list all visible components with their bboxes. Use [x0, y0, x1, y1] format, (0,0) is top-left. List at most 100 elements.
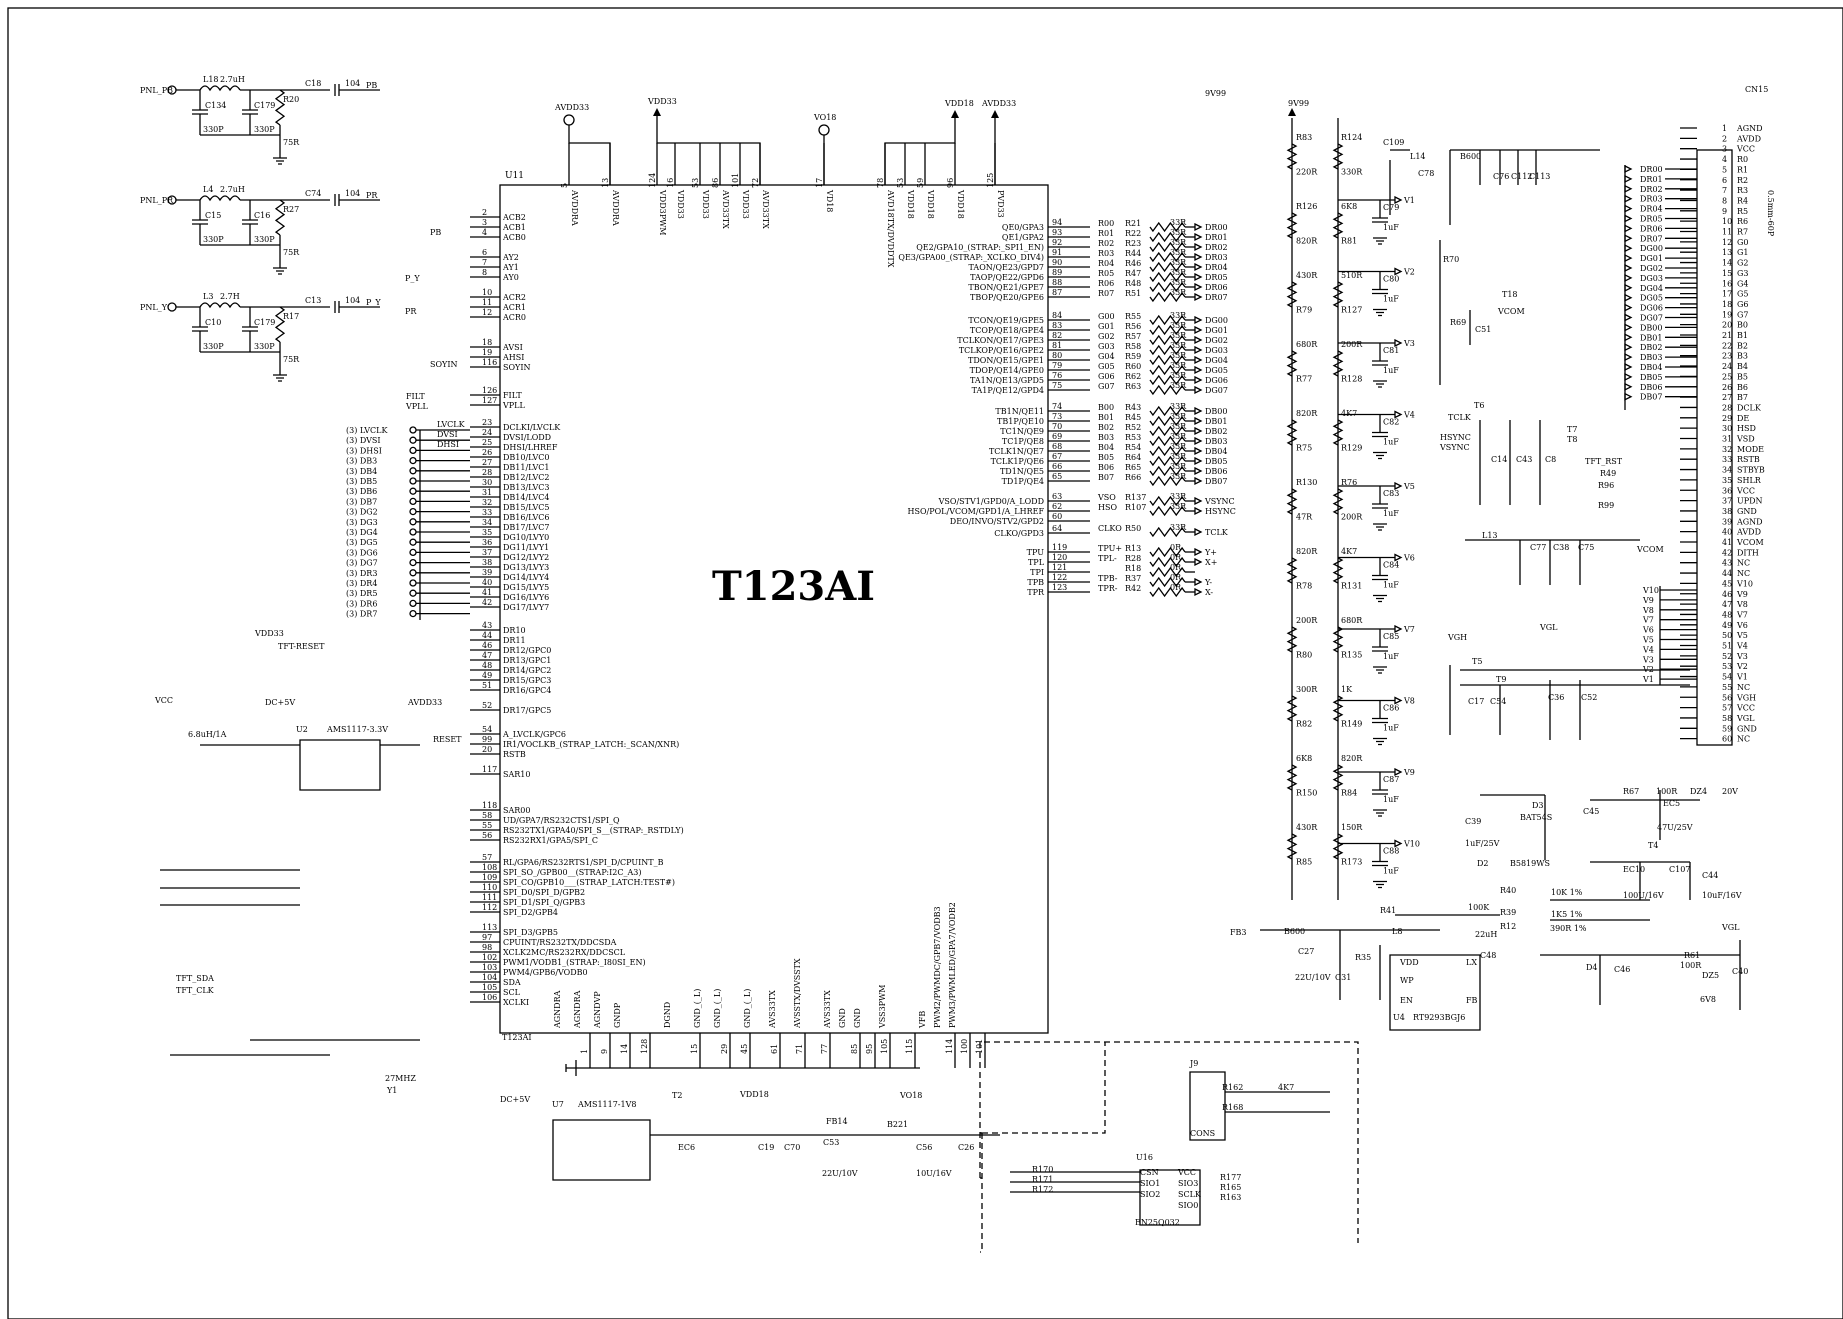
component-label: EN [1400, 996, 1413, 1005]
series-resistor [1149, 271, 1186, 283]
component-label: 9V99 [1205, 89, 1226, 98]
tap-port [1394, 338, 1403, 348]
pin-name: AVD18TX/DVDDTX [886, 189, 895, 268]
lcd-net-label: DB01 [1640, 333, 1662, 342]
series-resistor [1149, 505, 1186, 517]
pin-name: TBOP/QE20/GPE6 [970, 293, 1044, 302]
component-label: J9 [1189, 1059, 1198, 1068]
resistor-ref: R21 [1125, 219, 1141, 228]
lcd-connector-cn15: CN15 0.5mm-60P AGND1AVDD2VCC3R04R15R26R3… [1624, 85, 1775, 746]
tap-label: V3 [1403, 339, 1415, 348]
wire [552, 1119, 1000, 1181]
ladder-right-label: R84 [1341, 789, 1357, 798]
pin-name: DB17/LVC7 [503, 523, 550, 532]
resistor-value: 33R [1170, 442, 1187, 451]
component-label: 100R [1656, 787, 1678, 796]
pin-number: 124 [648, 173, 657, 188]
capacitor [192, 109, 208, 115]
lcd-pin-number: 42 [1722, 548, 1732, 557]
pin-number: 114 [945, 1039, 954, 1054]
pin-name: AVD33TX [761, 189, 770, 229]
net-port [1624, 333, 1633, 342]
pin-name: ACR2 [502, 293, 526, 302]
bus-connector [409, 569, 417, 577]
bus-signal-name: DHSI [437, 440, 459, 449]
ladder-resistor [1286, 419, 1298, 446]
component-label: C75 [1578, 543, 1594, 552]
resistor-ref: R23 [1125, 239, 1141, 248]
pin-number: 51 [482, 681, 492, 690]
ladder-left-label: 820R [1296, 547, 1318, 556]
wire [1389, 954, 1481, 1031]
component-label: C109 [1383, 138, 1404, 147]
pin-name: GND [853, 1008, 862, 1028]
pin-name: SDA [503, 978, 521, 987]
bus-connector [409, 609, 417, 618]
component-label: DZ4 [1690, 787, 1707, 796]
component-label: R172 [1032, 1185, 1053, 1194]
pin-number: 74 [1052, 402, 1062, 411]
pin-name: DG13/LVY3 [503, 563, 549, 572]
signal-label: R07 [1098, 289, 1114, 298]
pin-number: 29 [720, 1044, 729, 1054]
pin-number: 125 [986, 173, 995, 188]
pin-name: DR17/GPC5 [503, 706, 551, 715]
resistor-value: 33R [1170, 331, 1187, 340]
lcd-pin-name: R4 [1737, 196, 1748, 205]
net-port [1194, 315, 1203, 325]
pin-number: 1 [580, 1049, 589, 1054]
lcd-pin-number: 4 [1722, 155, 1727, 164]
net-port [1624, 343, 1633, 352]
component-label: AMS1117-1V8 [577, 1100, 636, 1109]
ground-symbol [273, 374, 287, 382]
component-label: C52 [1581, 693, 1597, 702]
pin-number: 26 [482, 448, 492, 457]
pin-number: 117 [482, 765, 497, 774]
component-label: T18 [1502, 290, 1518, 299]
pin-name: A_LVCLK/GPC6 [502, 730, 566, 739]
resistor-ref: R20 [283, 95, 299, 104]
ground-symbol [1373, 880, 1387, 889]
ladder-resistor [1286, 281, 1298, 308]
pin-name: VDD33 [701, 189, 710, 219]
series-resistor [1149, 435, 1186, 447]
pin-number: 85 [850, 1044, 859, 1054]
net-port [1194, 345, 1203, 355]
py-label: P_Y [405, 274, 420, 283]
pin-number: 42 [482, 598, 492, 607]
lcd-net-label: DR05 [1640, 215, 1663, 224]
pin-name: DB14/LVC4 [503, 493, 550, 502]
lcd-pin-number: 19 [1722, 310, 1732, 319]
component-label: CONS [1190, 1129, 1215, 1138]
pin-name: DR12/GPC0 [503, 646, 551, 655]
vdd18-label: VDD18 [944, 99, 974, 108]
lcd-pin-number: 6 [1722, 176, 1727, 185]
pin-number: 110 [482, 883, 497, 892]
chip-part-label: T123AI [712, 563, 875, 610]
resistor-value: 0R [1170, 573, 1182, 582]
inductor-ref: L4 [203, 185, 213, 194]
pin-name: DR16/GPC4 [503, 686, 551, 695]
resistor-ref: R63 [1125, 382, 1141, 391]
pin-name: FILT [503, 391, 522, 400]
wire [1480, 790, 1700, 900]
crystal-label: 27MHZ [385, 1074, 416, 1083]
bus-connector [409, 426, 417, 434]
tap-port [1394, 553, 1403, 562]
ladder-right-label: 4K7 [1341, 547, 1357, 556]
resistor-value: 33R [1170, 492, 1187, 501]
bus-net-label: (3) DG7 [346, 559, 378, 568]
component-label: 22U/10V [822, 1169, 858, 1178]
pin-name: TC1P/QE8 [1002, 437, 1044, 446]
lcd-pin-number: 2 [1722, 134, 1727, 143]
ground-symbol [273, 267, 287, 275]
series-resistor [1149, 425, 1186, 437]
net-port [1194, 335, 1203, 345]
cap-ref: C10 [205, 318, 221, 327]
lcd-vnet-label: V6 [1642, 626, 1654, 635]
lcd-pin-number: 47 [1722, 600, 1732, 609]
bus-net-label: (3) DR7 [346, 610, 377, 619]
net-port [1194, 436, 1203, 446]
pin-name: QE3/GPA00_(STRAP:_XCLKO_DIV4) [898, 253, 1044, 262]
net-port [1624, 283, 1633, 292]
